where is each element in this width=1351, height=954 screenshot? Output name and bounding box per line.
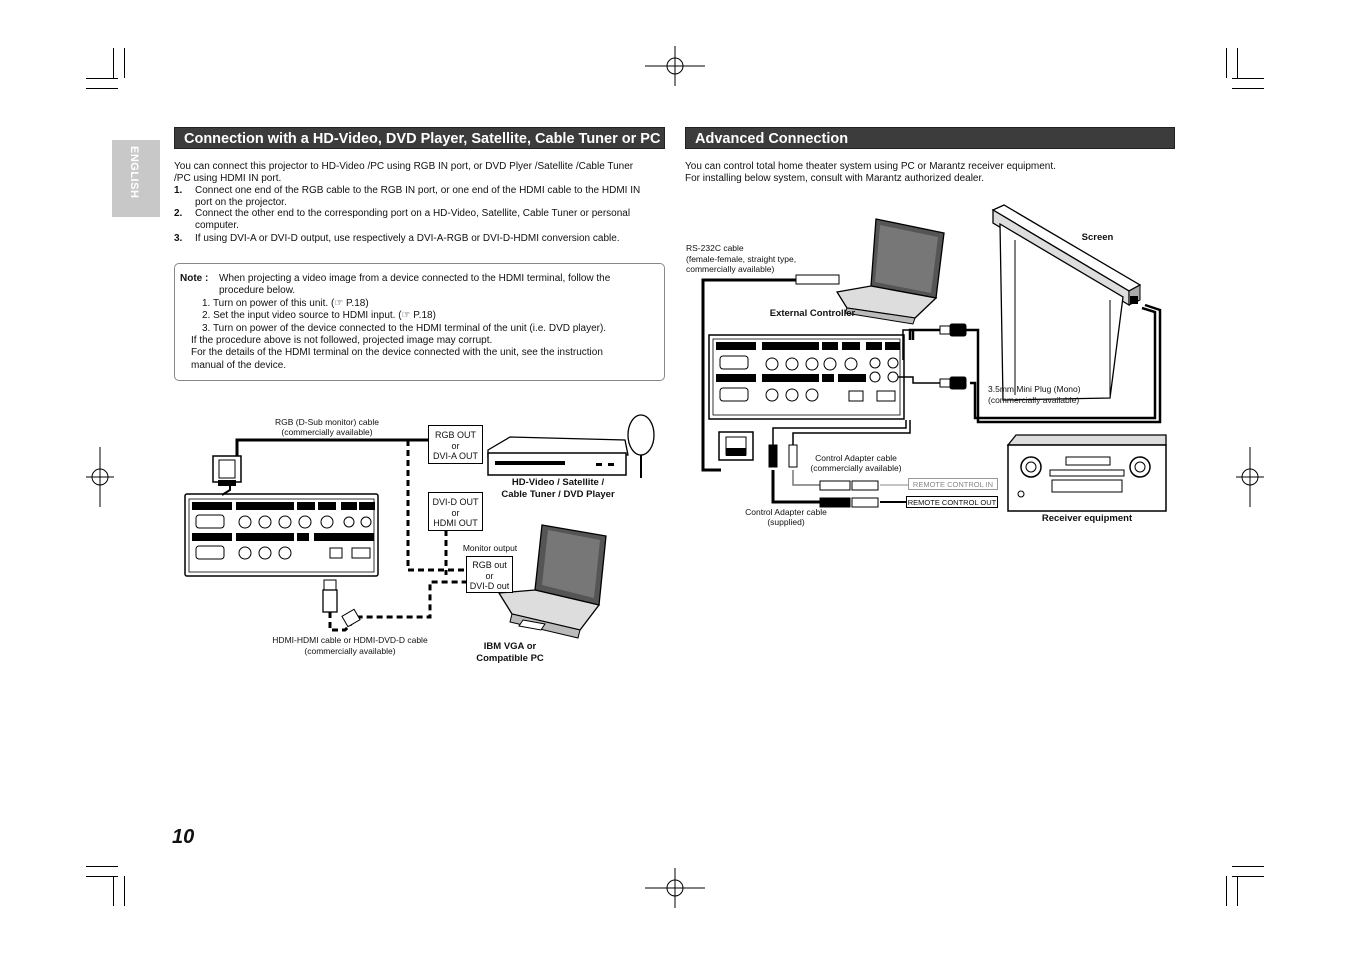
note-label: Note : bbox=[180, 273, 209, 284]
dvd-player-icon bbox=[487, 414, 655, 478]
left-section-title: Connection with a HD-Video, DVD Player, … bbox=[174, 127, 665, 149]
rgbout-text-3: DVI-D out bbox=[469, 581, 510, 591]
note-line2: procedure below. bbox=[219, 285, 296, 296]
dvid-out-text-1: DVI-D OUT bbox=[432, 497, 479, 507]
page-number: 10 bbox=[172, 826, 195, 848]
note-item2: 2. Set the input video source to HDMI in… bbox=[202, 310, 436, 321]
rgb-out-text-2: or bbox=[451, 440, 460, 451]
rgb-out-text-1: RGB OUT bbox=[434, 430, 476, 440]
rgb-out-text-3: DVI-A OUT bbox=[432, 451, 478, 461]
screen-label: Screen bbox=[1081, 232, 1114, 243]
step-text: Connect one end of the RGB cable to the … bbox=[195, 185, 641, 196]
dvid-out-box: DVI-D OUT or HDMI OUT bbox=[428, 492, 483, 531]
pc-label-1: IBM VGA or bbox=[483, 641, 537, 652]
receiver-label: Receiver equipment bbox=[1041, 513, 1133, 524]
monitor-output-label: Monitor output bbox=[462, 543, 518, 553]
rgb-cable-label-1: RGB (D-Sub monitor) cable bbox=[275, 417, 379, 427]
step-3: 3. If using DVI-A or DVI-D output, use r… bbox=[174, 233, 664, 245]
rs232-label-1: RS-232C cable bbox=[686, 243, 744, 253]
remote-control-out-label: REMOTE CONTROL OUT bbox=[906, 496, 998, 508]
rs232-label-2: (female-female, straight type, bbox=[686, 254, 797, 264]
rs232-label-3: commercially available) bbox=[686, 264, 775, 274]
hdmi-plug-icon bbox=[322, 579, 361, 628]
ctrl-adapter-label-2: (commercially available) bbox=[810, 463, 902, 473]
language-tab: ENGLISH bbox=[112, 140, 160, 217]
step-text: If using DVI-A or DVI-D output, use resp… bbox=[195, 233, 620, 244]
pc-label-2: Compatible PC bbox=[476, 653, 544, 664]
right-intro-line1: You can control total home theater syste… bbox=[685, 161, 1056, 172]
laptop-icon bbox=[497, 524, 607, 639]
rgbout-text-1: RGB out bbox=[472, 560, 507, 570]
step-1: 1. Connect one end of the RGB cable to t… bbox=[174, 185, 664, 209]
left-intro-line2: /PC using HDMI IN port. bbox=[174, 173, 282, 184]
step-text-cont: port on the projector. bbox=[195, 197, 287, 208]
left-intro-line1: You can connect this projector to HD-Vid… bbox=[174, 161, 634, 172]
rs232-connector-icon bbox=[718, 431, 754, 461]
projection-screen-icon bbox=[991, 204, 1142, 401]
right-intro-line2: For installing below system, consult wit… bbox=[685, 173, 985, 184]
projector-terminal-panel-right bbox=[708, 334, 905, 420]
mini-plug-label-1: 3.5mm Mini Plug (Mono) bbox=[988, 384, 1081, 394]
step-2: 2. Connect the other end to the correspo… bbox=[174, 208, 664, 232]
step-text: Connect the other end to the correspondi… bbox=[195, 208, 631, 219]
dvid-out-text-3: HDMI OUT bbox=[433, 518, 478, 528]
step-number: 1. bbox=[174, 185, 183, 196]
note-box bbox=[174, 263, 665, 381]
receiver-icon bbox=[1006, 434, 1167, 512]
language-tab-label: ENGLISH bbox=[128, 146, 140, 199]
step-text-cont: computer. bbox=[195, 220, 239, 231]
external-controller-label: External Controller bbox=[769, 308, 856, 319]
dvid-out-text-2: or bbox=[451, 507, 460, 518]
note-item1: 1. Turn on power of this unit. (☞ P.18) bbox=[202, 298, 369, 309]
mini-plug-label-2: (commercially available) bbox=[988, 395, 1080, 405]
rgb-cable-label-2: (commercially available) bbox=[281, 427, 373, 437]
external-controller-laptop-icon bbox=[835, 218, 945, 325]
note-item3: 3. Turn on power of the device connected… bbox=[202, 323, 607, 334]
note-line3: If the procedure above is not followed, … bbox=[191, 335, 493, 346]
hdmi-cable-label-2: (commercially available) bbox=[304, 646, 396, 656]
step-number: 2. bbox=[174, 208, 183, 219]
note-line5: manual of the device. bbox=[191, 360, 287, 371]
rgb-out-dvi-box: RGB out or DVI-D out bbox=[466, 556, 513, 593]
ctrl-adapter-label-1: Control Adapter cable bbox=[815, 453, 897, 463]
rgbout-text-2: or bbox=[485, 570, 494, 581]
ctrl-supplied-label-1: Control Adapter cable bbox=[745, 507, 827, 517]
projector-terminal-panel bbox=[184, 493, 379, 577]
step-number: 3. bbox=[174, 233, 183, 244]
remote-control-in-label: REMOTE CONTROL IN bbox=[908, 478, 998, 490]
ctrl-supplied-label-2: (supplied) bbox=[767, 517, 805, 527]
mini-plug-icons bbox=[768, 323, 967, 508]
hdmi-cable-label-1: HDMI-HDMI cable or HDMI-DVD-D cable bbox=[272, 635, 428, 645]
dsub-connector-icon bbox=[212, 455, 242, 486]
note-line4: For the details of the HDMI terminal on … bbox=[191, 347, 603, 358]
dvd-label-2: Cable Tuner / DVD Player bbox=[501, 489, 615, 500]
right-section-title: Advanced Connection bbox=[685, 127, 1175, 149]
dvd-label-1: HD-Video / Satellite / bbox=[511, 477, 605, 488]
rgb-out-box: RGB OUT or DVI-A OUT bbox=[428, 425, 483, 464]
note-line1: When projecting a video image from a dev… bbox=[219, 273, 611, 284]
